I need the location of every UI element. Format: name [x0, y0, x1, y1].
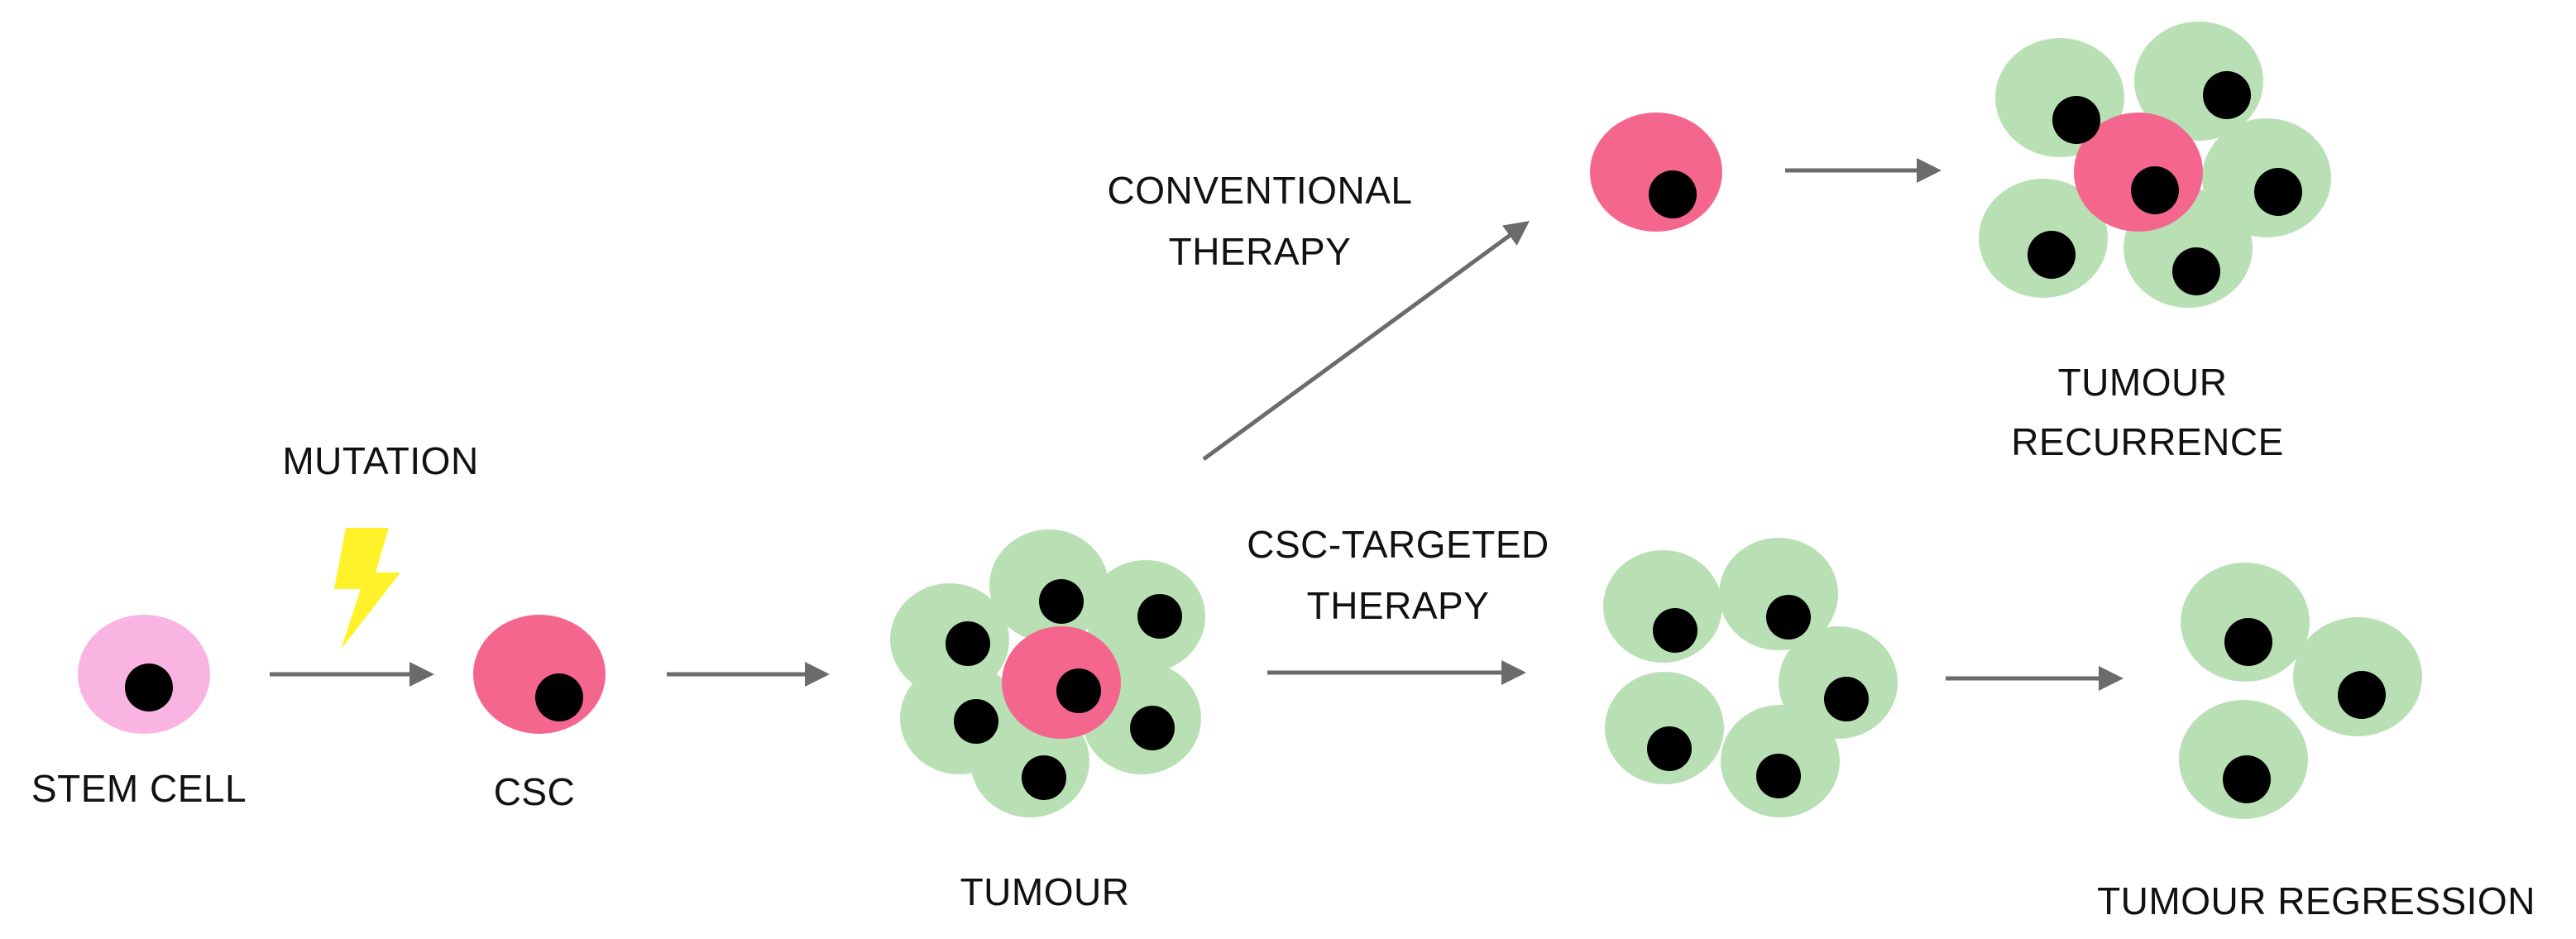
stem-cell-nucleus — [125, 664, 173, 711]
csc-cell — [473, 615, 606, 734]
recurrence-nucleus — [2131, 166, 2179, 214]
post-therapy-nucleus — [1824, 677, 1869, 721]
regression-nucleus — [2223, 755, 2271, 803]
surviving-csc-nucleus — [1649, 170, 1697, 218]
tumour-nucleus — [1022, 755, 1066, 800]
surviving-csc-body — [1590, 113, 1722, 232]
tumour-nucleus — [1056, 668, 1101, 713]
surviving-csc-cell — [1590, 113, 1722, 232]
mutation-label: MUTATION — [282, 439, 478, 482]
tumour-nucleus — [1137, 594, 1182, 639]
tumour-nucleus — [1039, 579, 1084, 624]
stem-cell-label: STEM CELL — [31, 767, 247, 810]
post-therapy-nucleus — [1766, 595, 1811, 640]
arrow-conventional-therapy — [1202, 221, 1530, 462]
tumour-label: TUMOUR — [960, 870, 1130, 913]
recurrence-nucleus — [2172, 247, 2220, 295]
stem-cell — [78, 615, 210, 734]
tumour-regression-label: TUMOUR REGRESSION — [2097, 879, 2535, 922]
post-therapy-cluster — [1603, 538, 1898, 817]
tumour-nucleus — [954, 699, 998, 744]
csc-cell-nucleus — [535, 673, 583, 721]
recurrence-cluster — [1979, 22, 2331, 308]
csc-targeted-therapy-label-line1: CSC-TARGETED — [1247, 523, 1549, 566]
post-therapy-nucleus — [1647, 726, 1692, 771]
post-therapy-nucleus — [1756, 754, 1801, 798]
recurrence-nucleus — [2254, 168, 2302, 216]
regression-nucleus — [2338, 671, 2386, 719]
csc-targeted-therapy-label-line2: THERAPY — [1307, 584, 1490, 627]
recurrence-nucleus — [2028, 231, 2076, 279]
tumour-nucleus — [946, 621, 990, 666]
conventional-therapy-label-line2: THERAPY — [1169, 230, 1352, 273]
tumour-recurrence-label-line1: TUMOUR — [2058, 361, 2228, 404]
tumour-recurrence-label-line2: RECURRENCE — [2011, 420, 2284, 463]
post-therapy-nucleus — [1653, 608, 1697, 653]
csc-label: CSC — [494, 770, 576, 813]
tumour-nucleus — [1130, 706, 1175, 750]
recurrence-nucleus — [2052, 96, 2100, 144]
conventional-therapy-label-line1: CONVENTIONAL — [1108, 169, 1413, 212]
regression-cluster — [2179, 563, 2422, 819]
regression-nucleus — [2224, 618, 2272, 666]
recurrence-nucleus — [2203, 71, 2251, 119]
lightning-bolt-icon — [334, 528, 400, 649]
tumour-cluster — [890, 529, 1205, 817]
csc-cell-body — [473, 615, 606, 734]
